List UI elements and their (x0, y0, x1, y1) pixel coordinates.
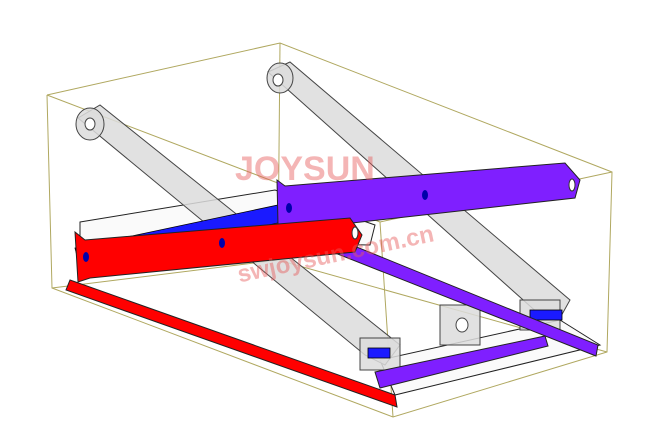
red-top-bar (74, 217, 363, 283)
bolt-hole (286, 203, 292, 213)
bolt-hole (422, 190, 428, 200)
red-parts (65, 217, 398, 408)
pivot-hole (84, 117, 96, 131)
pivot-hole (455, 317, 469, 333)
pivot-hole (272, 73, 284, 87)
bolt-hole (83, 252, 89, 262)
bolt-hole (219, 238, 225, 248)
purple-bottom-rail (374, 335, 549, 389)
bolt-hole (351, 226, 359, 240)
red-base-rail (65, 279, 398, 408)
bolt-hole (568, 178, 576, 192)
